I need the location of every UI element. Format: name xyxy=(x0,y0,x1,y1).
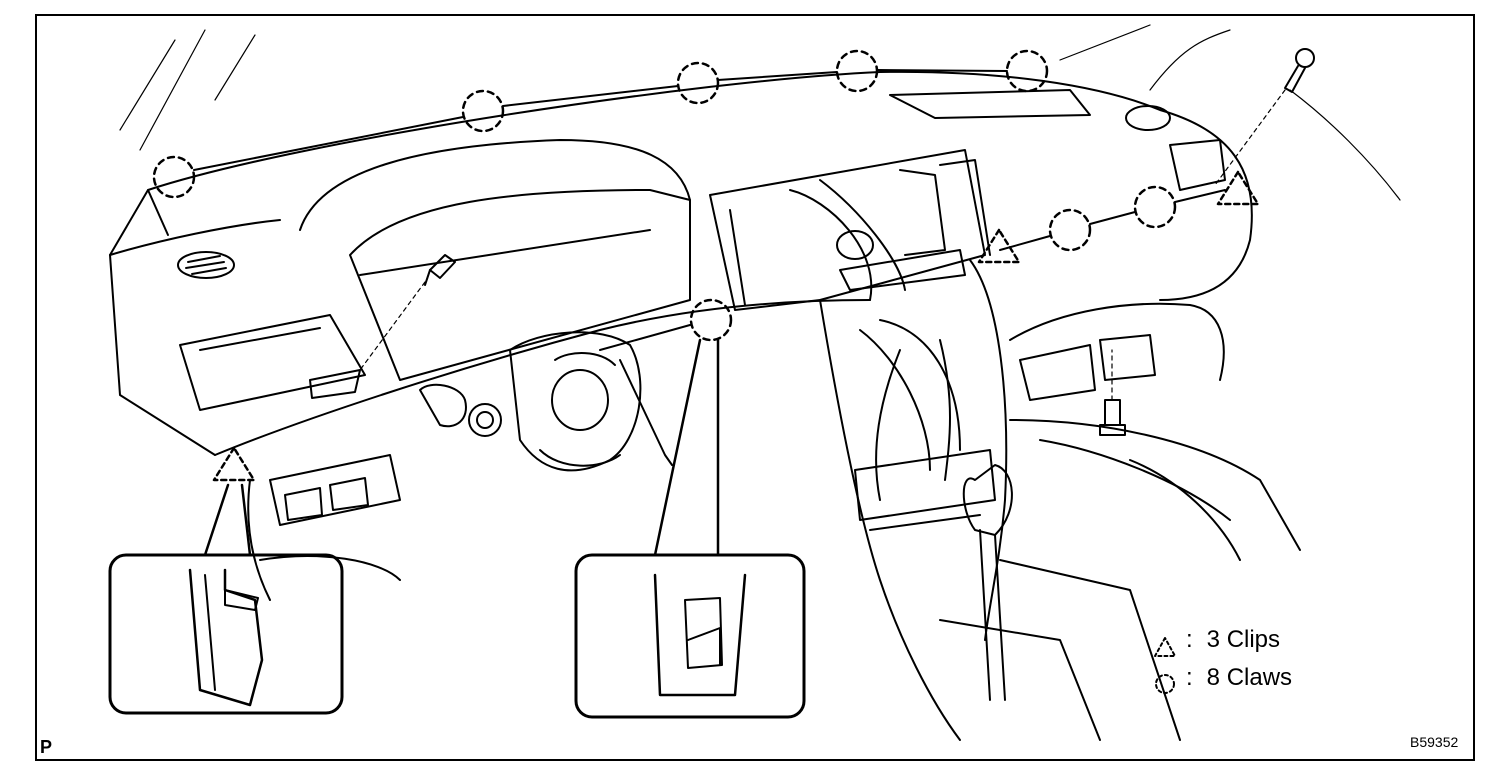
defroster-vent xyxy=(889,89,1091,119)
claw-marker xyxy=(1005,49,1049,93)
clip-marker xyxy=(1216,170,1260,206)
left-vent xyxy=(179,314,366,411)
legend-clips: : 3 Clips xyxy=(1152,626,1280,654)
legend-claw-symbol xyxy=(1152,665,1186,691)
screw-icon-top-right xyxy=(1214,48,1315,186)
corner-letter: P xyxy=(40,737,53,757)
right-lower-dash xyxy=(1009,302,1301,561)
clip-marker xyxy=(212,446,256,482)
clip-markers xyxy=(212,170,1260,482)
callout-leaders xyxy=(203,338,720,557)
legend-claw-label: 8 Claws xyxy=(1206,664,1293,691)
claw-marker xyxy=(152,155,196,199)
legend-claw-colon: : xyxy=(1186,664,1193,691)
claw-marker xyxy=(1048,208,1092,252)
shift-lever xyxy=(939,464,1181,741)
center-opening xyxy=(709,149,991,311)
figure-frame xyxy=(35,14,1475,761)
figure-id: B59352 xyxy=(1410,734,1459,750)
legend-clip-colon: : xyxy=(1186,626,1193,653)
dashboard-outline xyxy=(109,70,1253,456)
stalk-knob xyxy=(419,383,467,428)
round-vent-left xyxy=(177,251,235,279)
windshield-lines xyxy=(119,24,1401,201)
clip-marker xyxy=(977,228,1021,264)
clip-detail-inset xyxy=(108,553,344,715)
claw-marker xyxy=(461,89,505,133)
legend-clip-label: 3 Clips xyxy=(1206,626,1281,653)
claw-marker xyxy=(676,61,720,105)
legend-clip-symbol xyxy=(1152,627,1186,653)
steering-column xyxy=(419,331,673,472)
claw-markers xyxy=(152,49,1177,342)
left-switch-panel xyxy=(247,454,401,601)
screw-icon-cluster xyxy=(359,254,456,371)
legend-claw-circle-icon xyxy=(1155,674,1175,694)
claw-marker xyxy=(835,49,879,93)
legend-claws: : 8 Claws xyxy=(1152,664,1292,692)
claw-detail-inset xyxy=(574,553,806,719)
center-stack xyxy=(819,259,1008,741)
speaker-right xyxy=(1125,105,1171,131)
bolt-icon xyxy=(1099,349,1126,436)
claw-marker xyxy=(1133,185,1177,229)
claw-marker xyxy=(689,298,733,342)
instrument-cluster-hood xyxy=(299,139,691,381)
claw-chain-lines xyxy=(193,69,1226,351)
legend-clip-triangle-icon xyxy=(1154,637,1176,657)
